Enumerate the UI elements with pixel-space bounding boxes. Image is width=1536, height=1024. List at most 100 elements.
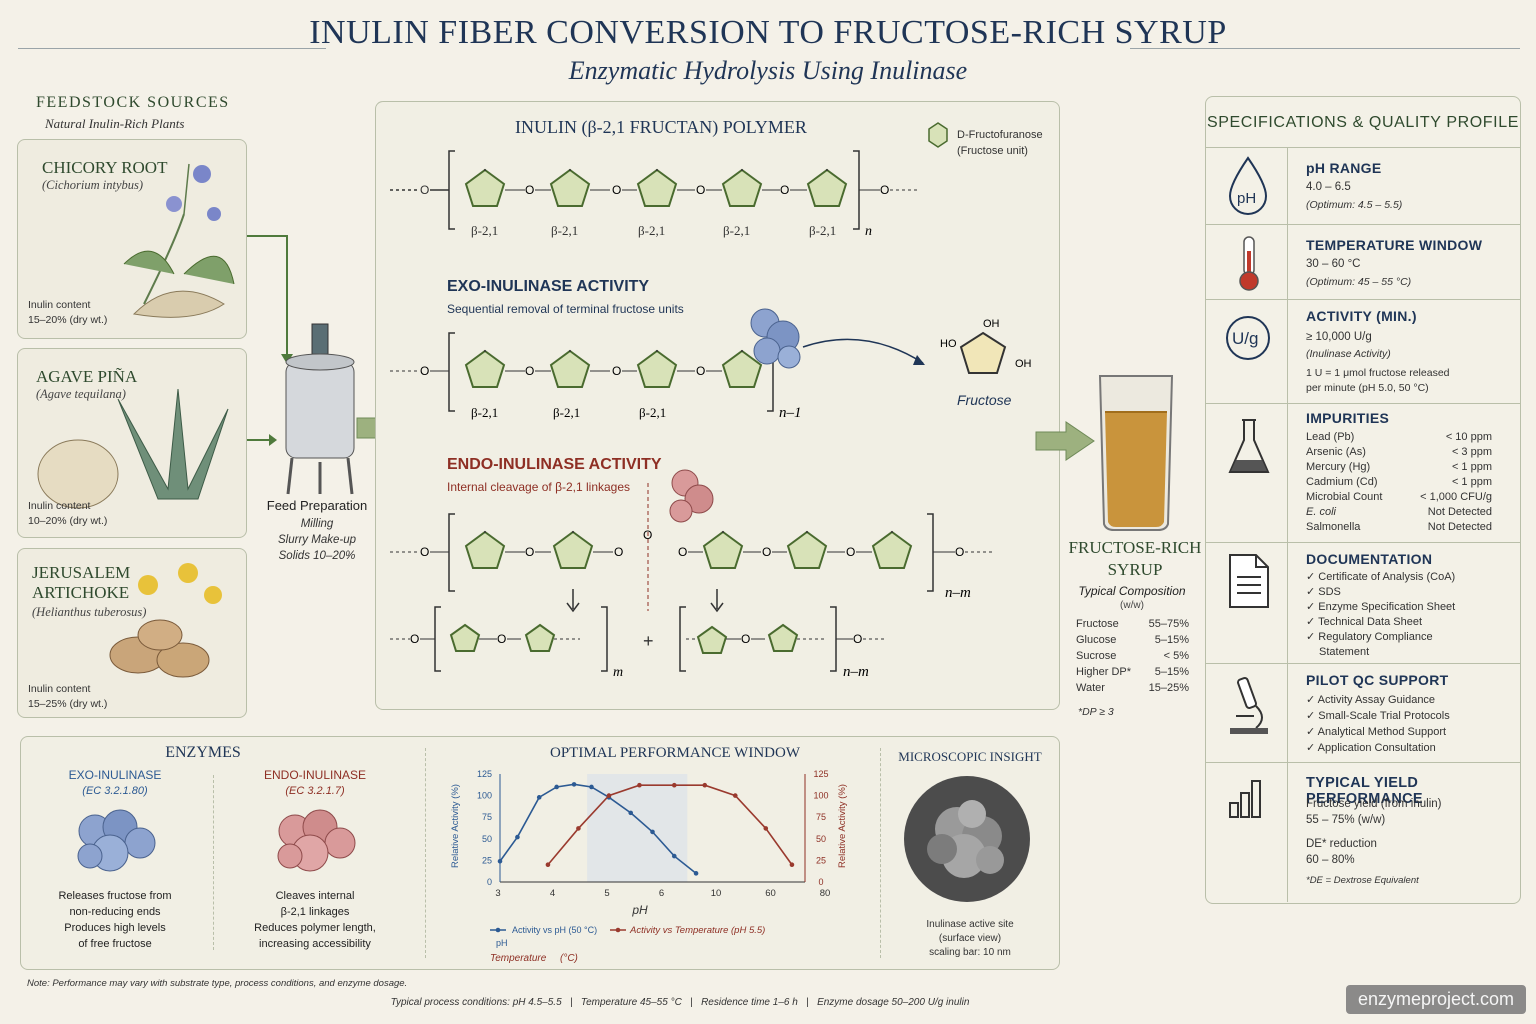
polymer-heading: INULIN (β-2,1 FRUCTAN) POLYMER	[515, 117, 807, 138]
spec-yield: TYPICAL YIELD PERFORMANCE Fructose yield…	[1206, 762, 1520, 902]
composition-footnote: *DP ≥ 3	[1078, 706, 1114, 718]
exo-protein-illustration	[77, 809, 156, 872]
comp-name: Sucrose	[1076, 650, 1117, 662]
linkage-label: β-2,1	[471, 223, 498, 238]
endo-fragment-nm: O O n–m	[679, 606, 885, 680]
comp-value: 5–15%	[1154, 634, 1189, 646]
spec-activity-def: per minute (pH 5.0, 50 °C)	[1306, 382, 1429, 394]
feed-latin-chicory: (Cichorium intybus)	[42, 178, 144, 192]
doc-item: ✓ Technical Data Sheet	[1306, 616, 1423, 628]
down-arrow-icon	[566, 589, 580, 613]
endo-enzyme-card: ENDO-INULINASE (EC 3.2.1.7) Cleaves inte…	[235, 768, 395, 952]
svg-text:O: O	[612, 183, 621, 197]
optimal-band	[587, 774, 688, 882]
impurity-name: Salmonella	[1306, 521, 1361, 533]
spec-temp-note: (Optimum: 45 – 55 °C)	[1306, 276, 1412, 288]
svg-text:β-2,1: β-2,1	[553, 405, 580, 420]
yield-value: 55 – 75% (w/w)	[1306, 814, 1386, 826]
y-label-left: Relative Activity (%)	[450, 784, 461, 868]
feed-content-agave: Inulin content 10–20% (dry wt.)	[28, 500, 108, 527]
bar-chart-icon	[1229, 780, 1261, 818]
spec-impurities-title: IMPURITIES	[1306, 410, 1390, 426]
activity-units-icon: U/g	[1226, 316, 1270, 360]
y-tick-left: 25	[482, 855, 492, 865]
series-point-0	[628, 810, 634, 816]
legend-point-ph	[495, 927, 501, 933]
y-tick-right: 50	[816, 834, 826, 844]
endo-description: Internal cleavage of β-2,1 linkages	[447, 480, 630, 494]
feed-card-artichoke: JERUSALEM ARTICHOKE (Helianthus tuberosu…	[17, 548, 247, 718]
enzyme-divider	[213, 775, 214, 950]
svg-text:O: O	[696, 183, 705, 197]
endo-enzyme-desc: Cleaves internal	[275, 890, 355, 902]
down-arrow-icon	[710, 589, 724, 613]
endo-chain: O O O O O O O O n–m	[390, 513, 995, 601]
linkage-label: β-2,1	[551, 223, 578, 238]
syrup-beaker-icon	[1098, 375, 1174, 531]
svg-text:O: O	[525, 364, 534, 378]
legend-sublabel: (Fructose unit)	[957, 145, 1028, 157]
linkage-label: β-2,1	[638, 223, 665, 238]
legend-label-ph: Activity vs pH (50 °C)	[512, 925, 597, 935]
feed-name-artichoke: JERUSALEM ARTICHOKE	[32, 563, 131, 602]
series-point-1	[763, 826, 769, 831]
yield-note: *DE = Dextrose Equivalent	[1306, 875, 1419, 886]
spec-pilot: PILOT QC SUPPORT ✓ Activity Assay Guidan…	[1206, 663, 1520, 762]
watermark: enzymeproject.com	[1345, 985, 1526, 1014]
svg-text:O: O	[780, 183, 789, 197]
svg-text:O: O	[410, 632, 419, 646]
exo-chain: O O O O n–1 β-2,1 β-2,1 β-2,1	[390, 332, 802, 421]
feed-card-chicory: CHICORY ROOT (Cichorium intybus) Inulin …	[17, 139, 247, 339]
bottom-panel	[20, 736, 1060, 970]
x-tick: 3	[495, 888, 500, 899]
legend-extra-ph: pH	[496, 938, 508, 948]
exo-product-arrow	[802, 338, 924, 364]
spec-impurities: IMPURITIES Lead (Pb) < 10 ppm Arsenic (A…	[1206, 403, 1520, 542]
doc-item: ✓ Regulatory Compliance	[1306, 631, 1433, 643]
feed-card-agave: AGAVE PIÑA (Agave tequilana) Inulin cont…	[17, 348, 247, 538]
svg-text:O: O	[696, 364, 705, 378]
comp-name: Water	[1076, 682, 1105, 694]
svg-text:O: O	[762, 545, 771, 559]
pilot-item: ✓ Small-Scale Trial Protocols	[1306, 710, 1450, 722]
y-tick-right: 75	[816, 812, 826, 822]
svg-text:O: O	[880, 183, 889, 197]
feed-prep-step: Milling	[300, 518, 334, 530]
svg-text:O: O	[420, 545, 429, 559]
impurity-value: < 1 ppm	[1451, 476, 1492, 488]
y-tick-left: 125	[477, 769, 492, 779]
fructose-label: Fructose	[957, 392, 1012, 408]
exo-enzyme-ec: (EC 3.2.1.80)	[82, 785, 148, 797]
endo-protein-illustration	[277, 809, 356, 872]
series-point-1	[789, 862, 795, 868]
ph-drop-icon: pH	[1228, 156, 1268, 215]
exo-enzyme-desc: non-reducing ends	[69, 906, 161, 918]
svg-text:O: O	[420, 183, 429, 197]
series-point-0	[693, 871, 699, 876]
svg-text:O: O	[643, 528, 652, 542]
spec-ph-title: pH RANGE	[1306, 160, 1382, 176]
spec-yield-title: TYPICAL YIELD PERFORMANCE	[1306, 775, 1423, 807]
endo-fragment-m: O O m	[390, 606, 623, 680]
microscope-icon	[1230, 677, 1268, 734]
pilot-item: ✓ Analytical Method Support	[1306, 726, 1447, 738]
agave-pina-illustration	[37, 388, 229, 509]
comp-value: 15–25%	[1148, 682, 1189, 694]
series-point-1	[732, 793, 738, 798]
svg-text:O: O	[614, 545, 623, 559]
impurity-value: < 1,000 CFU/g	[1420, 491, 1492, 503]
svg-text:O: O	[420, 364, 429, 378]
series-point-1	[637, 782, 642, 788]
endo-enzyme-desc: increasing accessibility	[259, 938, 371, 950]
svg-text:OH: OH	[1015, 358, 1032, 370]
y-tick-right: 25	[816, 855, 826, 865]
pilot-item: ✓ Application Consultation	[1306, 742, 1436, 754]
svg-text:pH: pH	[1237, 190, 1256, 207]
legend-point-temp	[615, 927, 621, 933]
series-point-1	[671, 782, 677, 788]
feed-content-artichoke: Inulin content 15–25% (dry wt.)	[28, 683, 108, 710]
feed-prep-title: Feed Preparation	[266, 498, 368, 513]
impurity-value: < 1 ppm	[1451, 461, 1492, 473]
x-tick: 6	[659, 888, 664, 899]
chart-divider-left	[425, 748, 426, 958]
